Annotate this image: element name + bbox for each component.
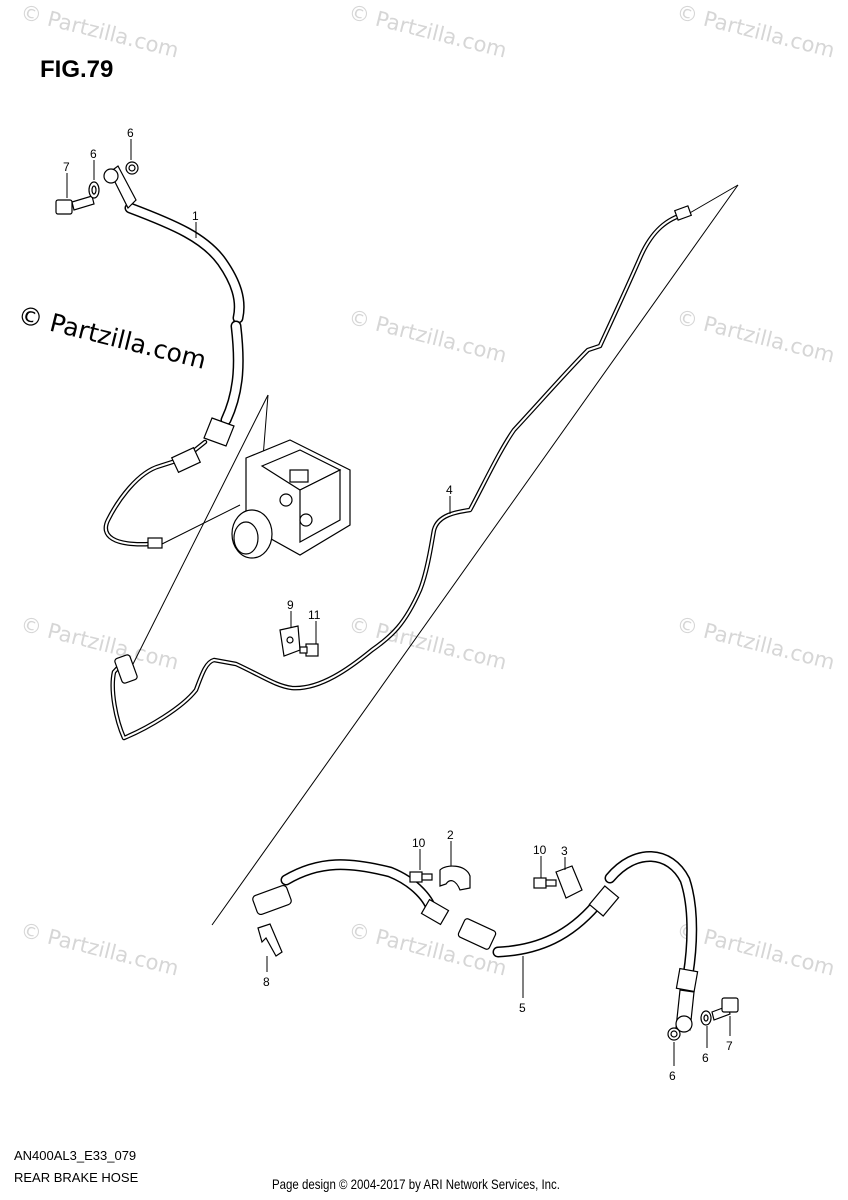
page-credit: Page design © 2004-2017 by ARI Network S…	[272, 1176, 560, 1192]
clamp-2	[439, 865, 471, 891]
callout-label: 10	[533, 843, 547, 857]
callout-label: 4	[446, 483, 453, 497]
rear-hose	[252, 851, 699, 1033]
bolt-10-b	[533, 877, 557, 889]
callout-label: 6	[127, 126, 134, 140]
figure-title: FIG.79	[40, 56, 114, 83]
washer-6-top-b	[125, 161, 139, 175]
callout-label: 3	[561, 844, 568, 858]
callout-label: 6	[90, 147, 97, 161]
figure-name: REAR BRAKE HOSE	[14, 1170, 139, 1185]
brake-pipe-short	[103, 439, 208, 549]
clip-8	[257, 923, 283, 957]
callout-label: 9	[287, 598, 294, 612]
callout-label: 6	[702, 1051, 709, 1065]
washer-6-top-a	[88, 181, 100, 199]
guide-line	[687, 184, 739, 215]
callout-label: 6	[669, 1069, 676, 1083]
bracket-3	[555, 865, 583, 899]
callout-label: 1	[192, 209, 199, 223]
guide-line	[124, 394, 269, 681]
brake-pipe-long	[110, 205, 693, 741]
washer-6-bottom-a	[667, 1027, 681, 1041]
callout-label: 10	[412, 836, 426, 850]
callout-label: 11	[308, 608, 321, 622]
guide-line	[211, 184, 739, 926]
bracket-9	[279, 625, 301, 657]
washer-6-bottom-b	[700, 1010, 712, 1026]
bolt-10-a	[409, 871, 433, 883]
guide-line	[159, 504, 241, 546]
callout-label: 5	[519, 1001, 526, 1015]
callout-label: 7	[63, 160, 70, 174]
callout-label: 2	[447, 828, 454, 842]
bolt-7-top	[55, 195, 95, 215]
bolt-11	[299, 643, 319, 657]
front-hose	[103, 165, 245, 447]
callout-label: 7	[726, 1039, 733, 1053]
bolt-7-bottom	[711, 997, 739, 1021]
abs-unit	[231, 439, 351, 559]
callout-label: 8	[263, 975, 270, 989]
figure-code: AN400AL3_E33_079	[14, 1148, 137, 1163]
